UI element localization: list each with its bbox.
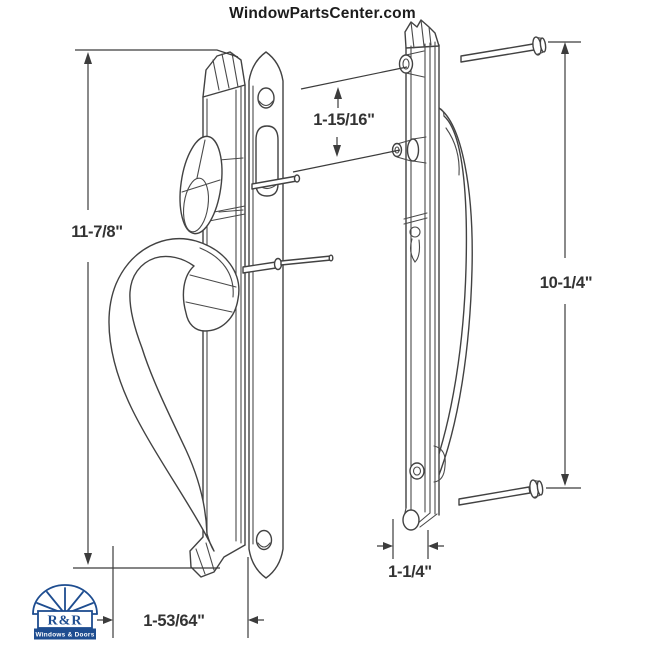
thumbturn-knob (179, 135, 244, 235)
dimension-interior-plate-width: 1-53/64" (97, 546, 264, 638)
logo-initials-box (37, 610, 93, 629)
brand-logo: R&R Windows & Doors (32, 584, 98, 640)
logo-initials-text: R&R (48, 614, 83, 629)
dimension-cylinder-to-spindle: 1-15/16" (292, 66, 408, 173)
dimension-screw-spacing: 10-1/4" (540, 41, 593, 489)
pull-handle (108, 237, 240, 552)
spindle-pin (242, 254, 334, 274)
right-assembly (391, 19, 547, 531)
dimension-label-screw-spacing: 10-1/4" (540, 274, 593, 292)
exterior-plate (402, 19, 440, 531)
interior-plate-face (248, 51, 284, 579)
handle-bracket (409, 445, 446, 483)
dimension-label-cylinder-to-spindle: 1-15/16" (313, 111, 374, 129)
dimension-interior-height: 11-7/8" (71, 49, 239, 569)
dimension-label-exterior-plate-width: 1-1/4" (388, 563, 432, 581)
key-cylinder-boss (398, 50, 425, 78)
left-assembly (108, 51, 334, 579)
site-title: WindowPartsCenter.com (229, 5, 416, 22)
mounting-screw-bottom (458, 479, 544, 506)
cylinder-hole (257, 87, 275, 109)
spindle-hub-boss (391, 136, 427, 164)
screw-hole (255, 529, 273, 551)
dimension-annotations: 11-7/8" 1-15/16" 10-1/4" (71, 41, 593, 638)
latch-detail (403, 212, 428, 263)
fan-window-icon (32, 584, 98, 615)
dimension-label-interior-height: 11-7/8" (71, 223, 123, 241)
logo-tagline-text: Windows & Doors (35, 632, 94, 639)
logo-tagline-bar (34, 628, 96, 640)
dimension-exterior-plate-width: 1-1/4" (377, 519, 444, 581)
mounting-screw-top (460, 36, 547, 63)
short-pin (251, 174, 301, 190)
dimension-label-interior-plate-width: 1-53/64" (143, 612, 204, 630)
